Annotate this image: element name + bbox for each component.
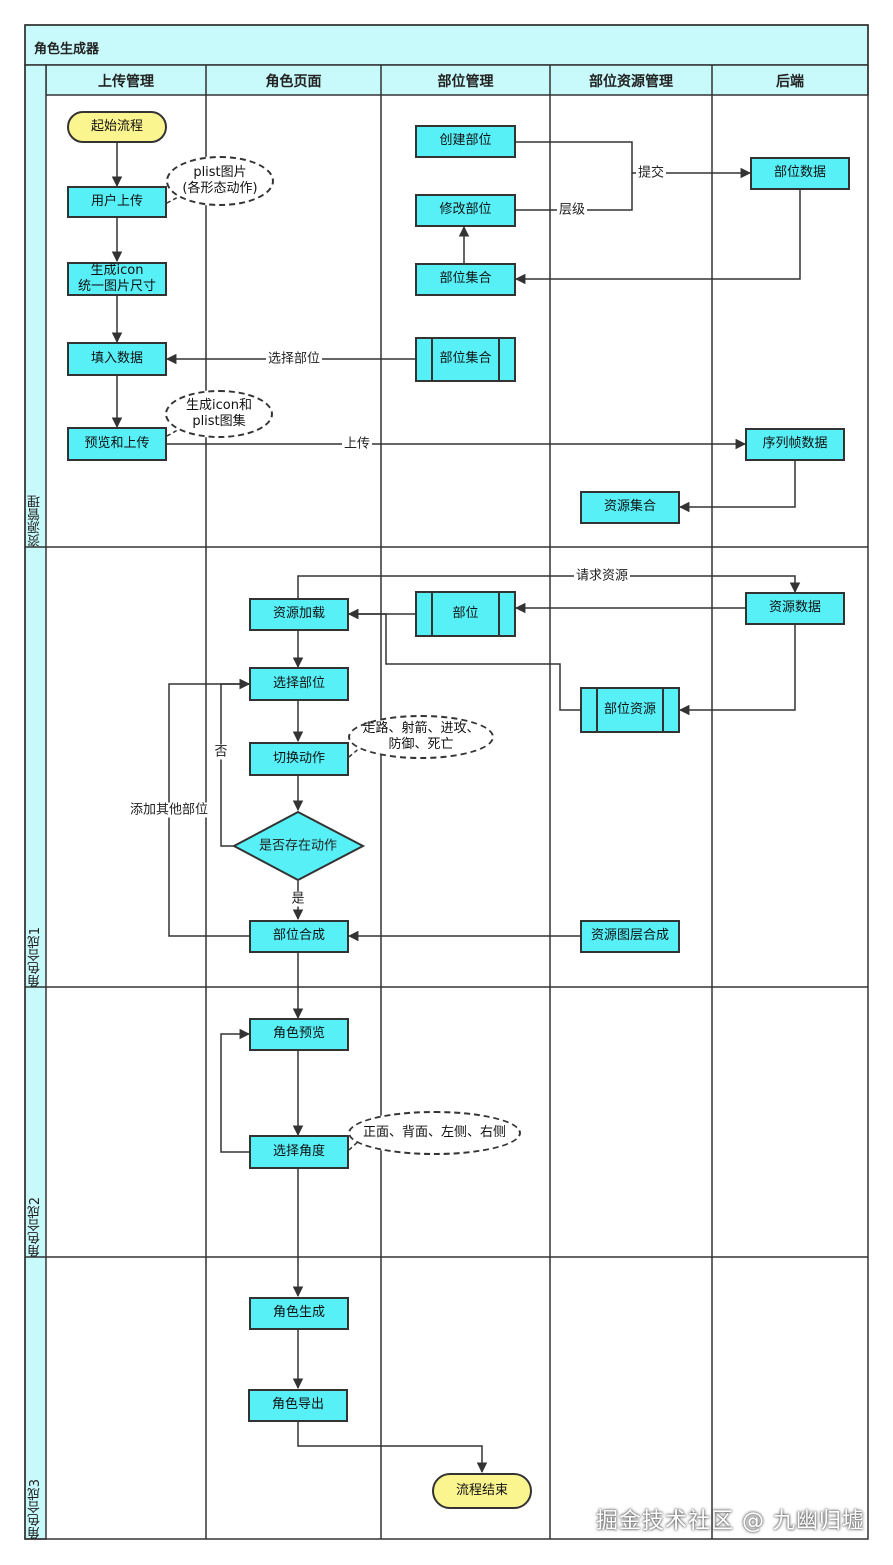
decision-label: 是否存在动作 (258, 838, 338, 854)
node-part-set-2: 部位集合 (415, 337, 516, 382)
node-preview-upload: 预览和上传 (67, 427, 167, 461)
lane-label-c2: 角色合成2 (28, 1196, 43, 1257)
edge-partdata-to-partset (514, 190, 801, 285)
edge-partres-to-load (347, 608, 580, 711)
edge-frame-to-resset (678, 461, 796, 513)
lane-label-res: 资源管理 (28, 495, 43, 547)
node-user-upload: 用户上传 (67, 186, 167, 218)
edge-label-yes: 是 (289, 891, 307, 907)
column-header-rolepage: 角色页面 (265, 74, 322, 90)
edge-modify-hierarchy (516, 173, 633, 211)
node-layer-compose: 资源图层合成 (580, 920, 680, 953)
edge-label-no: 否 (212, 744, 230, 760)
edge-export-to-end (297, 1422, 488, 1474)
edge-resdata-to-partres (678, 625, 796, 716)
node-resource-set: 资源集合 (580, 491, 680, 524)
node-frame-data: 序列帧数据 (745, 428, 845, 461)
node-select-angle: 选择角度 (249, 1135, 349, 1169)
edge-decision-no (220, 678, 251, 847)
column-header-backend: 后端 (776, 74, 804, 90)
node-start: 起始流程 (67, 111, 167, 143)
column-header-upload: 上传管理 (98, 74, 154, 90)
node-select-part: 选择部位 (249, 667, 349, 701)
node-part: 部位 (415, 591, 516, 637)
note-plist: plist图片 (各形态动作) (166, 156, 274, 206)
pool-title: 角色生成器 (34, 42, 100, 57)
node-part-data: 部位数据 (750, 157, 850, 190)
edge-angle-loop (220, 1028, 251, 1153)
column-header-partmgmt: 部位管理 (437, 74, 494, 90)
note-icon-plist: 生成icon和 plist图集 (165, 390, 273, 438)
node-part-compose: 部位合成 (249, 920, 349, 953)
node-role-export: 角色导出 (248, 1389, 348, 1422)
edge-label-add-other-part: 添加其他部位 (127, 802, 211, 818)
watermark: 掘金技术社区 @ 九幽归墟 (596, 1509, 865, 1534)
note-actions: 走路、射箭、进攻、 防御、死亡 (348, 715, 494, 759)
edge-label-hierarchy: 层级 (556, 202, 588, 218)
lane-label-c3: 角色合成3 (28, 1478, 43, 1539)
node-switch-action: 切换动作 (249, 742, 349, 776)
node-modify-part: 修改部位 (415, 194, 516, 227)
pool-header-band (24, 24, 869, 66)
node-role-generate: 角色生成 (249, 1297, 349, 1330)
edge-create-submit (516, 141, 752, 179)
edge-request-resource (297, 575, 801, 598)
column-separators (205, 65, 713, 1539)
node-resource-data: 资源数据 (745, 592, 845, 625)
node-role-preview: 角色预览 (249, 1018, 349, 1051)
node-resource-load: 资源加载 (249, 598, 349, 631)
node-part-set-1: 部位集合 (415, 263, 516, 296)
node-part-resource: 部位资源 (580, 687, 680, 733)
node-fill-data: 填入数据 (67, 342, 167, 376)
node-gen-icon: 生成icon 统一图片尺寸 (67, 262, 167, 296)
lane-separators (25, 546, 868, 1258)
pool-border (24, 24, 869, 1540)
edge-label-submit: 提交 (635, 165, 667, 181)
edge-label-select-part: 选择部位 (265, 351, 323, 367)
note-angles: 正面、背面、左侧、右侧 (348, 1111, 521, 1155)
edge-label-request-resource: 请求资源 (573, 568, 631, 584)
node-create-part: 创建部位 (415, 125, 516, 158)
edge-label-upload: 上传 (341, 436, 373, 452)
lane-label-c1: 角色合成1 (28, 926, 43, 987)
node-end: 流程结束 (432, 1473, 532, 1509)
decision-diamond (231, 810, 366, 882)
column-header-partres: 部位资源管理 (589, 74, 673, 90)
